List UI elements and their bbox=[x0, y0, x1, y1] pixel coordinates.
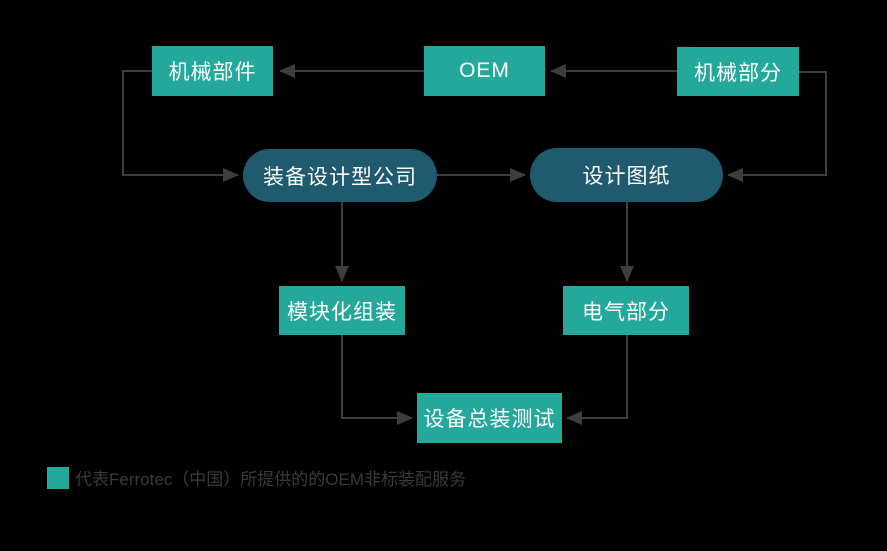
node-modular-assembly: 模块化组装 bbox=[279, 286, 405, 335]
legend: 代表Ferrotec（中国）所提供的的OEM非标装配服务 bbox=[47, 465, 466, 490]
legend-swatch-icon bbox=[47, 466, 69, 489]
node-equipment-design-company: 装备设计型公司 bbox=[243, 149, 437, 202]
node-electrical-section: 电气部分 bbox=[563, 286, 689, 335]
connector-modular-assembly-to-final-test bbox=[341, 335, 413, 425]
node-mechanical-section: 机械部分 bbox=[677, 47, 799, 96]
node-final-assembly-test: 设备总装测试 bbox=[417, 393, 562, 443]
node-oem: OEM bbox=[424, 46, 545, 96]
node-mechanical-parts: 机械部件 bbox=[152, 46, 273, 96]
connector-electrical-section-to-final-test bbox=[566, 335, 628, 425]
node-design-drawings: 设计图纸 bbox=[530, 148, 723, 202]
legend-text: 代表Ferrotec（中国）所提供的的OEM非标装配服务 bbox=[75, 470, 467, 489]
